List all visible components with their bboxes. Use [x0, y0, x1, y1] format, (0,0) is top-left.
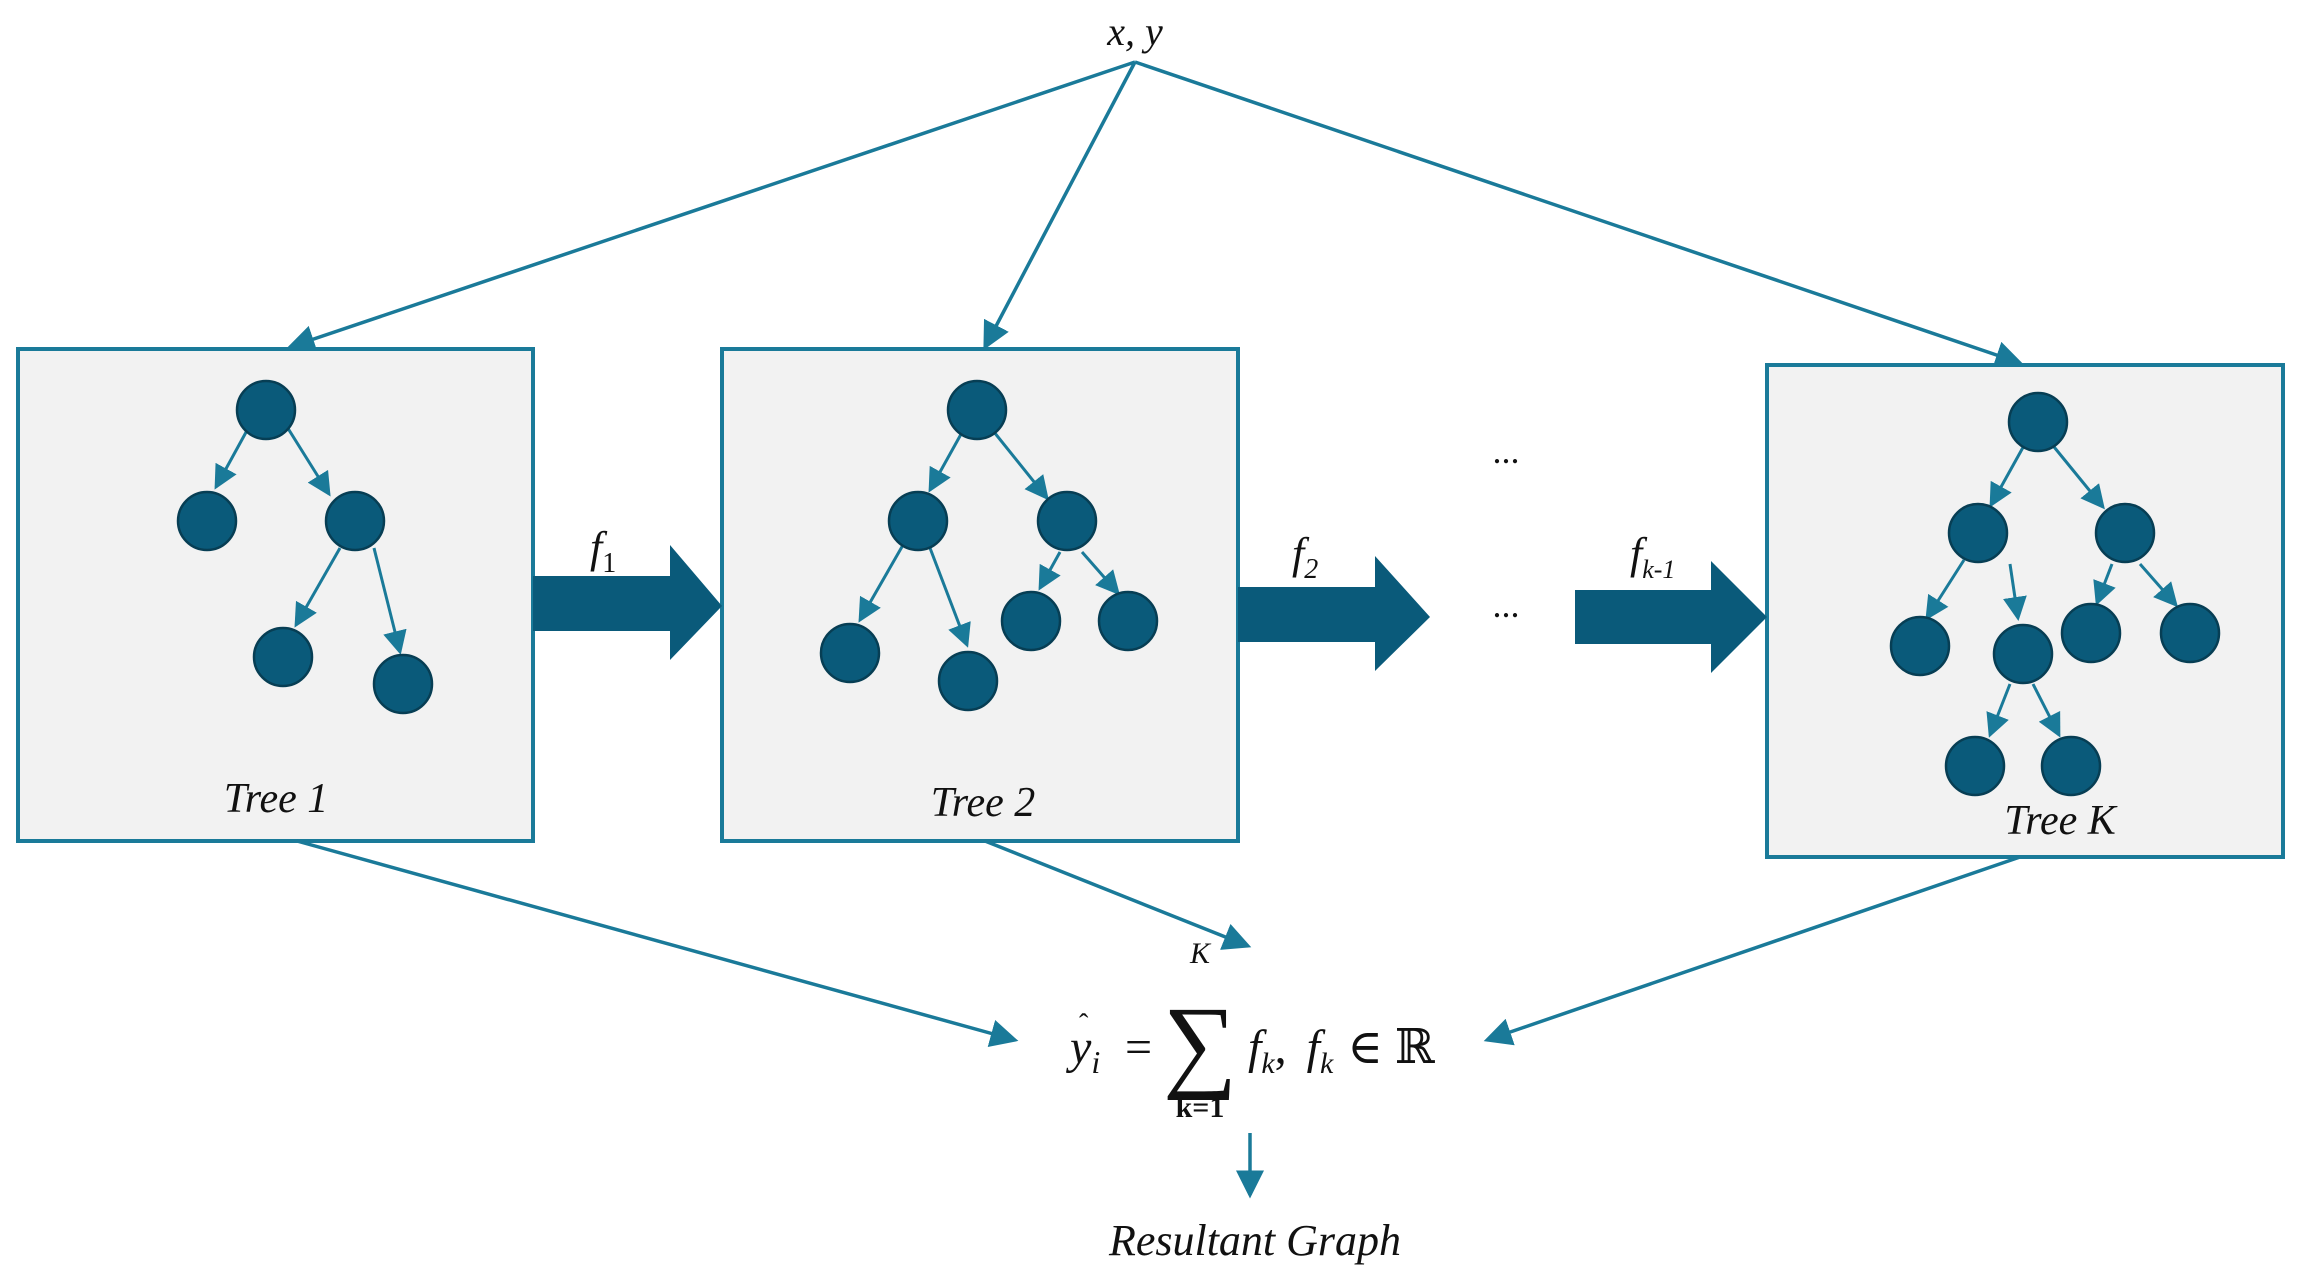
tree-k-label: Tree K — [2004, 798, 2118, 844]
block-arrow-1 — [533, 545, 722, 660]
tree-k-panel: Tree K — [1765, 363, 2285, 859]
formula-sum-upper: K — [1189, 937, 1212, 970]
ensemble-formula: yi ˆ = K ∑ k=1 fk, fk∈ℝ — [1065, 937, 1435, 1124]
input-to-tree1-connector — [286, 60, 1136, 353]
tree-2-panel: Tree 2 — [720, 347, 1240, 843]
output-label: Resultant Graph — [1108, 1216, 1401, 1265]
tree-node — [2159, 602, 2221, 664]
tree-node — [2040, 735, 2102, 797]
tree2-to-formula-connector — [984, 839, 1252, 950]
tree-node — [324, 490, 386, 552]
arrow-1-label: f1 — [590, 523, 616, 579]
treek-to-formula-connector — [1483, 855, 2021, 1046]
tree-node — [1036, 490, 1098, 552]
tree-node — [1000, 590, 1062, 652]
tree-node — [887, 490, 949, 552]
ellipsis-top: ... — [1493, 431, 1520, 471]
tree-node — [2060, 602, 2122, 664]
tree-node — [2007, 391, 2069, 453]
block-arrow-k-1 — [1575, 561, 1767, 673]
tree-2-edges — [858, 426, 1120, 648]
tree-node — [946, 379, 1008, 441]
formula-equals: = — [1125, 1021, 1152, 1074]
tree-node — [1944, 735, 2006, 797]
arrow-2-label: f2 — [1292, 529, 1318, 585]
tree-node — [937, 650, 999, 712]
svg-text:yi: yi — [1065, 1021, 1100, 1080]
tree-node — [176, 490, 238, 552]
sigma-symbol: ∑ — [1163, 986, 1237, 1101]
formula-hat: ˆ — [1079, 1009, 1089, 1040]
svg-text:fk, fk∈ℝ: fk, fk∈ℝ — [1248, 1021, 1435, 1080]
block-arrow-2 — [1238, 556, 1430, 671]
tree-node — [819, 622, 881, 684]
tree-node — [1097, 590, 1159, 652]
input-to-treek-connector — [1134, 60, 2024, 369]
tree-node — [2094, 502, 2156, 564]
tree-node — [1992, 623, 2054, 685]
tree-node — [372, 653, 434, 715]
tree1-to-formula-connector — [296, 839, 1019, 1047]
tree-node — [1947, 502, 2009, 564]
tree-2-label: Tree 2 — [931, 780, 1036, 826]
formula-lhs: y — [1065, 1021, 1092, 1074]
tree-k-edges — [1925, 441, 2178, 738]
ellipsis-middle: ... — [1493, 585, 1520, 625]
tree-node — [1889, 615, 1951, 677]
formula-sum-lower: k=1 — [1176, 1091, 1225, 1124]
input-to-tree2-connector — [983, 61, 1137, 351]
tree-1-label: Tree 1 — [224, 776, 329, 822]
arrow-k-1-label: fk-1 — [1630, 529, 1675, 584]
input-label: x, y — [1106, 9, 1163, 54]
tree-1-panel: Tree 1 — [16, 347, 535, 843]
tree-node — [252, 626, 314, 688]
tree-node — [235, 379, 297, 441]
